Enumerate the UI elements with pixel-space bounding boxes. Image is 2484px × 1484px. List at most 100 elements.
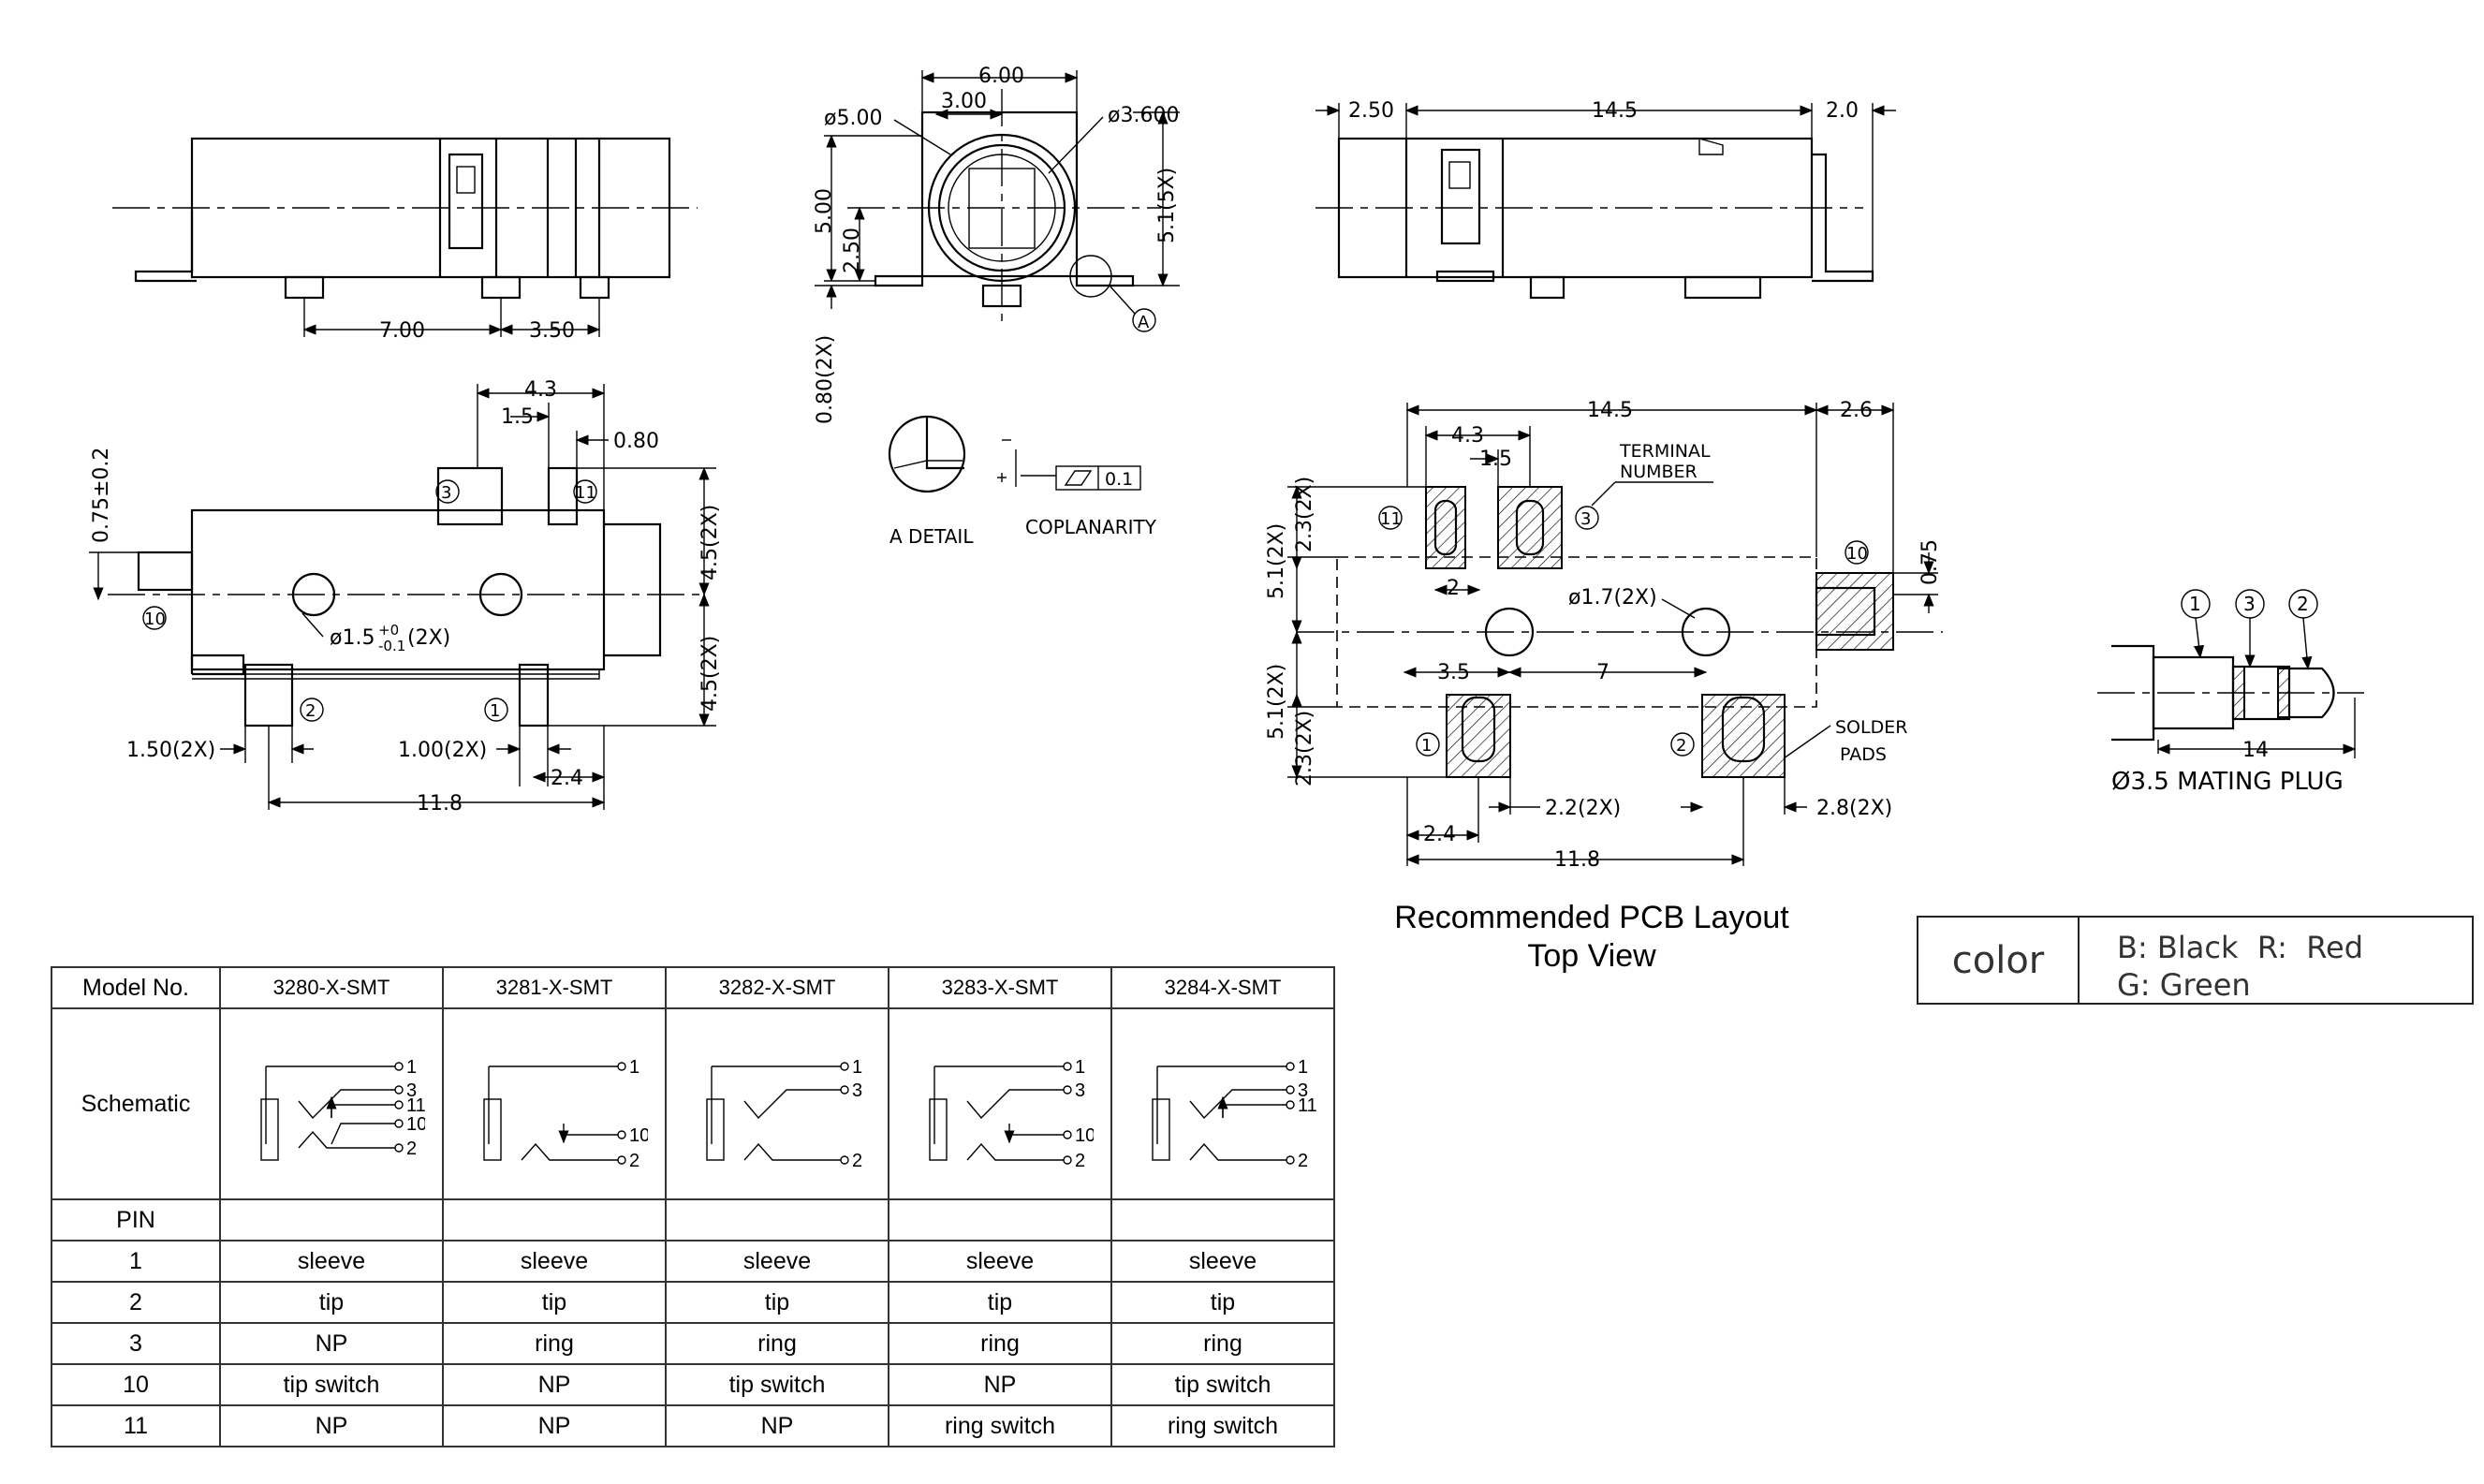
plug-caption: Ø3.5 MATING PLUG [2111, 768, 2344, 796]
pin-function: tip [442, 1281, 667, 1324]
detail-label: A DETAIL [889, 525, 974, 548]
hole-tol-upper: +0 [378, 622, 399, 639]
schem-pin: 1 [1298, 1057, 1308, 1078]
schematic-3283: 1 3 10 2 [929, 1057, 1094, 1171]
dim-1-5-2x: 1.50(2X) [126, 739, 215, 762]
dim-2-r: 2.0 [1826, 99, 1859, 123]
schem-pin: 2 [629, 1151, 639, 1171]
pcb-dim-3-5: 3.5 [1437, 661, 1470, 684]
pcb-layout: 14.5 2.6 4.3 1.5 2 ø1.7(2X) 0.75 3.5 7 2… [1265, 399, 1943, 872]
schematic-3281: 1 10 2 [483, 1057, 648, 1171]
dim-2-5-r: 2.50 [1348, 99, 1394, 123]
color-values: B: Black R: Red G: Green [2080, 918, 2363, 1003]
color-line-1: B: Black R: Red [2117, 930, 2363, 965]
plug-pin-1: 1 [2189, 593, 2201, 615]
schem-pin: 10 [406, 1114, 425, 1135]
schem-pin: 3 [1075, 1080, 1085, 1101]
pin-function: NP [665, 1404, 889, 1447]
schematic-cell: 1 3 10 2 [888, 1007, 1112, 1200]
schematic-cell: 1 10 2 [442, 1007, 667, 1200]
pcb-dim-5-1-b: 5.1(2X) [1265, 664, 1288, 740]
terminal-label-1: TERMINAL [1619, 441, 1711, 462]
color-line-2: G: Green [2117, 967, 2251, 1003]
dim-1-5: 1.5 [501, 405, 534, 429]
pcb-dim-2-3-a: 2.3(2X) [1293, 477, 1316, 552]
pcb-dim-11-8: 11.8 [1554, 848, 1600, 872]
pin-function: sleeve [442, 1240, 667, 1283]
pin-function: tip switch [665, 1363, 889, 1406]
pcb-pin-11: 11 [1380, 509, 1402, 529]
pcb-pin-2: 2 [1676, 736, 1686, 756]
pcb-dim-2-3-b: 2.3(2X) [1293, 711, 1316, 786]
pcb-title-line1: Recommended PCB Layout [1394, 900, 1789, 935]
plug-pin-2: 2 [2297, 593, 2309, 615]
detail-ref-a: A [1138, 313, 1150, 332]
pin-function: sleeve [888, 1240, 1112, 1283]
pin-number: 2 [51, 1281, 221, 1324]
table-row: 1 sleeve sleeve sleeve sleeve sleeve [51, 1240, 1335, 1283]
schematic-cell: 1 3 2 [665, 1007, 889, 1200]
schem-pin: 1 [1075, 1057, 1085, 1078]
pcb-dim-1-5: 1.5 [1479, 448, 1512, 471]
top-pin-3: 3 [441, 483, 451, 503]
dim-4-5-b: 4.5(2X) [698, 636, 722, 712]
schem-pin: 2 [406, 1139, 417, 1159]
mechanical-drawing: 7.00 3.50 A 6.00 3.00 ø5.00 ø3.600 5.00 … [89, 65, 2364, 872]
pin-function: tip [888, 1281, 1112, 1324]
pcb-layout-title: Recommended PCB Layout Top View [1311, 899, 1873, 976]
pin-function: NP [219, 1404, 444, 1447]
model-table: Model No. 3280-X-SMT 3281-X-SMT 3282-X-S… [51, 966, 1335, 1447]
pcb-dim-2-8: 2.8(2X) [1816, 797, 1892, 820]
dim-3-5: 3.50 [529, 319, 575, 343]
color-legend: color B: Black R: Red G: Green [1917, 916, 2474, 1005]
pin-function: ring [888, 1322, 1112, 1365]
table-row: 10 tip switch NP tip switch NP tip switc… [51, 1363, 1335, 1406]
schem-pin: 11 [406, 1095, 425, 1116]
pcb-dim-5-1-a: 5.1(2X) [1265, 523, 1288, 599]
dim-5-1-5x: 5.1(5X) [1155, 168, 1179, 243]
pcb-pin-10: 10 [1846, 544, 1868, 564]
table-row: 2 tip tip tip tip tip [51, 1281, 1335, 1324]
pin-function: ring switch [1110, 1404, 1335, 1447]
schematic-cell: 1 3 11 2 [1110, 1007, 1335, 1200]
pcb-pin-1: 1 [1421, 736, 1432, 756]
front-view: A 6.00 3.00 ø5.00 ø3.600 5.00 2.50 5.1(5… [813, 65, 1180, 424]
model-header: 3282-X-SMT [665, 966, 889, 1009]
pin-number: 3 [51, 1322, 221, 1365]
pin-function: tip [219, 1281, 444, 1324]
pin-function: sleeve [665, 1240, 889, 1283]
top-pin-11: 11 [575, 483, 596, 503]
pcb-dim-2-2: 2.2(2X) [1545, 797, 1621, 820]
dim-2-5: 2.50 [841, 228, 864, 273]
pcb-dim-2-4: 2.4 [1423, 823, 1456, 846]
pin-header: PIN [51, 1198, 221, 1242]
schem-pin: 1 [406, 1057, 417, 1078]
top-view: 3 11 10 2 1 4.3 1.5 0.80 0.75±0.2 4.5(2X… [89, 378, 722, 815]
table-header-row: Model No. 3280-X-SMT 3281-X-SMT 3282-X-S… [51, 966, 1335, 1009]
pin-number: 1 [51, 1240, 221, 1283]
pin-function: ring [1110, 1322, 1335, 1365]
top-pin-2: 2 [305, 701, 316, 721]
mating-plug: 14 1 3 2 Ø3.5 MATING PLUG [2097, 589, 2364, 796]
schem-pin: 1 [629, 1057, 639, 1078]
schem-pin: 2 [1298, 1151, 1308, 1171]
schem-pin: 3 [852, 1080, 862, 1101]
table-row: 11 NP NP NP ring switch ring switch [51, 1404, 1335, 1447]
dim-0-75: 0.75±0.2 [90, 448, 113, 543]
pin-function: tip [1110, 1281, 1335, 1324]
dim-2-4: 2.4 [551, 767, 583, 790]
model-header: 3280-X-SMT [219, 966, 444, 1009]
dim-6: 6.00 [978, 65, 1024, 88]
pin-function: NP [888, 1363, 1112, 1406]
schem-pin: 11 [1298, 1095, 1316, 1116]
schematic-3280: 1 3 11 10 2 [260, 1057, 425, 1161]
model-header: 3283-X-SMT [888, 966, 1112, 1009]
plug-length: 14 [2242, 739, 2269, 762]
pcb-dim-14-5: 14.5 [1587, 399, 1633, 422]
schem-pin: 2 [852, 1151, 862, 1171]
top-pin-10: 10 [144, 610, 166, 629]
pin-function: NP [442, 1363, 667, 1406]
solder-label-1: SOLDER [1835, 717, 1907, 738]
pin-function: NP [442, 1404, 667, 1447]
schematic-row: Schematic 1 3 11 10 [51, 1007, 1335, 1200]
